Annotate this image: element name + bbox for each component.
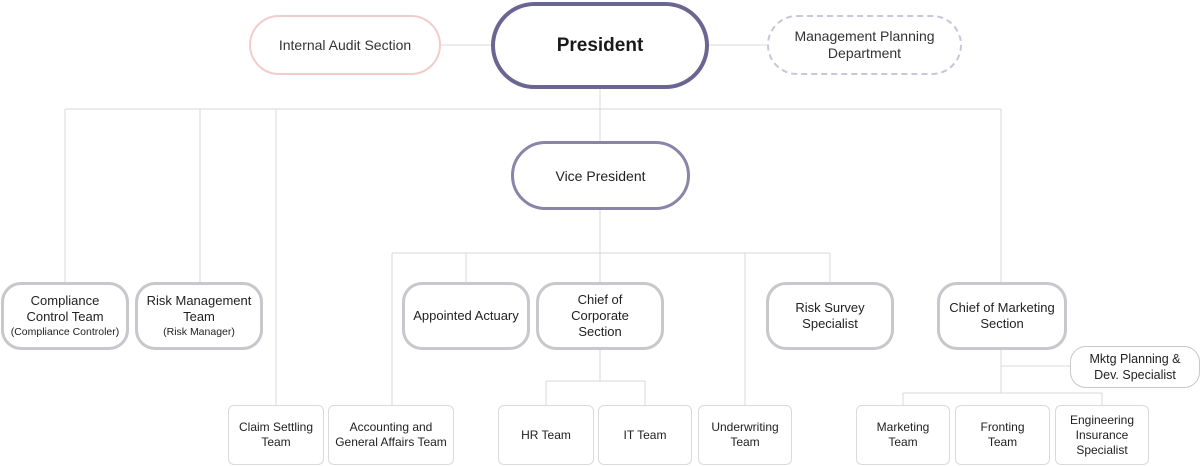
appointed-actuary-label: Appointed Actuary (413, 308, 519, 323)
chief-corporate-section-node: Chief of Corporate Section (536, 282, 664, 350)
engineering-label-line3: Specialist (1076, 442, 1128, 457)
it-team-node: IT Team (598, 405, 692, 465)
marketing-label-line1: Marketing (876, 420, 930, 434)
mktg-planning-specialist-node: Mktg Planning & Dev. Specialist (1070, 346, 1200, 388)
fronting-team-node: Fronting Team (955, 405, 1050, 465)
management-planning-label-line2: Department (827, 45, 902, 61)
accounting-label-line1: Accounting and (349, 420, 433, 434)
chief-marketing-label-line2: Section (980, 316, 1024, 331)
chief-marketing-label-line1: Chief of Marketing (949, 300, 1055, 315)
vice-president-node: Vice President (511, 141, 690, 210)
mktg-planning-label-line1: Mktg Planning & (1089, 352, 1181, 366)
management-planning-label-line1: Management Planning (794, 28, 935, 44)
risk-survey-label-line1: Risk Survey (795, 300, 865, 315)
accounting-label-line2: General Affairs Team (335, 435, 447, 449)
it-team-label: IT Team (623, 427, 667, 442)
risk-management-sublabel: (Risk Manager) (163, 326, 235, 338)
appointed-actuary-node: Appointed Actuary (402, 282, 530, 350)
underwriting-label-line2: Team (730, 435, 760, 449)
risk-management-label-line2: Team (183, 309, 215, 324)
risk-survey-specialist-node: Risk Survey Specialist (766, 282, 894, 350)
marketing-team-node: Marketing Team (856, 405, 950, 465)
chief-corporate-label-line3: Section (578, 324, 622, 339)
underwriting-label-line1: Underwriting (711, 420, 779, 434)
management-planning-node: Management Planning Department (767, 15, 962, 75)
hr-team-label: HR Team (521, 427, 571, 442)
fronting-label-line1: Fronting (980, 420, 1025, 434)
risk-management-team-node: Risk Management Team (Risk Manager) (135, 282, 263, 350)
chief-corporate-label-line2: Corporate (571, 308, 629, 323)
compliance-team-node: Compliance Control Team (Compliance Cont… (1, 282, 129, 350)
accounting-general-affairs-team-node: Accounting and General Affairs Team (328, 405, 454, 465)
internal-audit-node: Internal Audit Section (249, 15, 441, 75)
claim-settling-label-line2: Team (261, 435, 291, 449)
president-node: President (491, 2, 709, 89)
fronting-label-line2: Team (987, 435, 1018, 449)
president-label: President (556, 34, 644, 56)
vice-president-label: Vice President (555, 167, 646, 184)
internal-audit-label: Internal Audit Section (278, 37, 412, 53)
engineering-label-line1: Engineering (1069, 412, 1135, 427)
underwriting-team-node: Underwriting Team (698, 405, 792, 465)
claim-settling-label-line1: Claim Settling (238, 420, 314, 434)
risk-management-label-line1: Risk Management (146, 293, 252, 308)
mktg-planning-label-line2: Dev. Specialist (1094, 368, 1176, 382)
compliance-label-line2: Control Team (26, 309, 104, 324)
marketing-label-line2: Team (888, 435, 918, 449)
engineering-insurance-specialist-node: Engineering Insurance Specialist (1055, 405, 1149, 465)
risk-survey-label-line2: Specialist (802, 316, 858, 331)
compliance-label-line1: Compliance (30, 293, 100, 308)
hr-team-node: HR Team (498, 405, 594, 465)
chief-corporate-label-line1: Chief of (577, 292, 623, 307)
compliance-sublabel: (Compliance Controler) (10, 326, 120, 338)
engineering-label-line2: Insurance (1075, 427, 1129, 442)
chief-marketing-section-node: Chief of Marketing Section (937, 282, 1067, 350)
claim-settling-team-node: Claim Settling Team (228, 405, 324, 465)
